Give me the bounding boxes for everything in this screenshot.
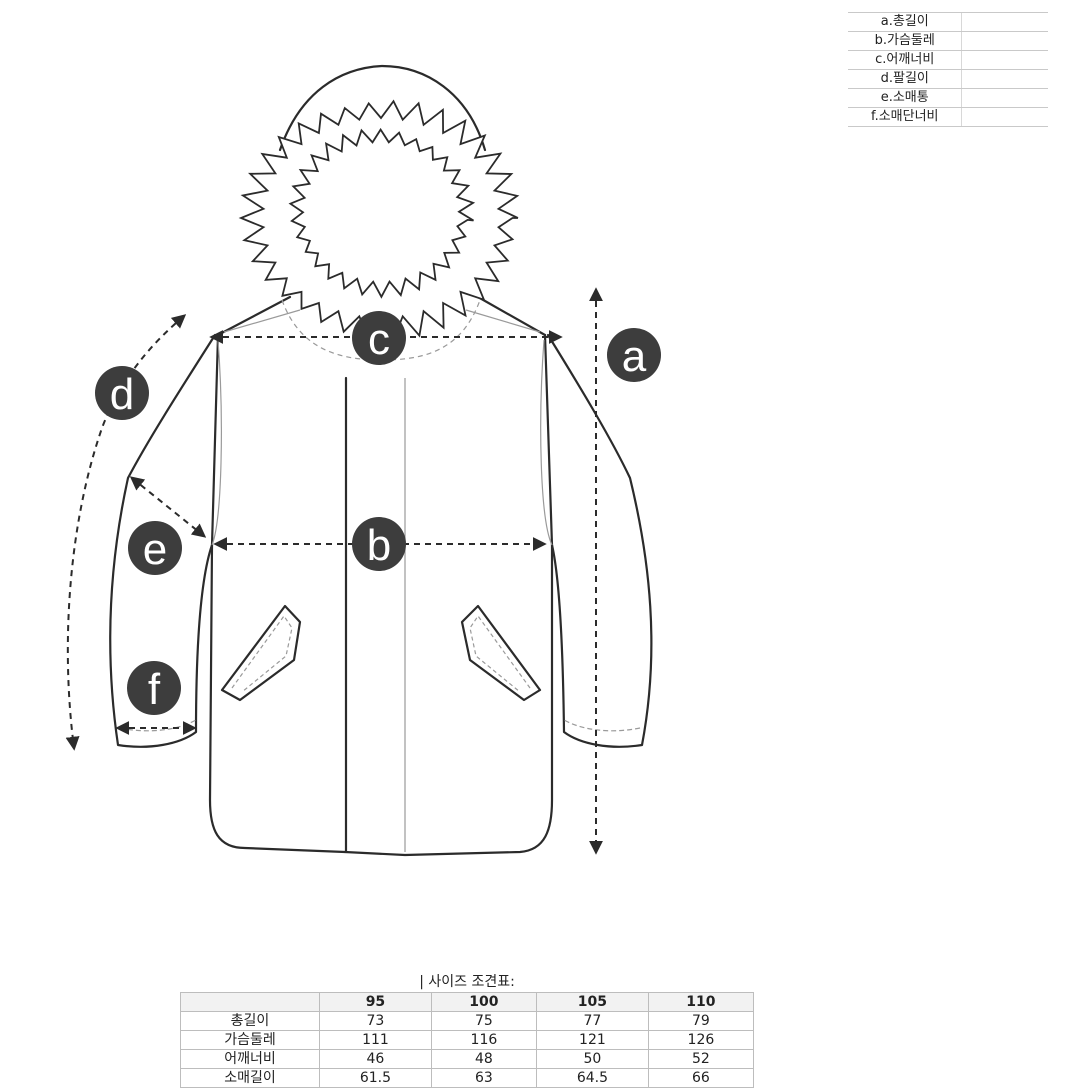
legend-value-d bbox=[961, 69, 1048, 89]
jacket-body-outline-right bbox=[343, 333, 554, 857]
legend-value-e bbox=[961, 88, 1048, 108]
table-cell: 77 bbox=[535, 1011, 649, 1031]
left-shoulder bbox=[216, 295, 292, 337]
legend-value-f bbox=[961, 107, 1048, 127]
legend-value-c bbox=[961, 50, 1048, 70]
measurement-legend: a.총길이 b.가슴둘레 c.어깨너비 d.팔길이 e.소매통 f.소매단너비 bbox=[848, 0, 1048, 127]
left-side-seam bbox=[211, 339, 222, 546]
legend-label-f: f.소매단너비 bbox=[848, 107, 962, 127]
hood-outline bbox=[278, 64, 487, 152]
legend-row: f.소매단너비 bbox=[848, 107, 1048, 127]
marker-b-circle bbox=[352, 517, 406, 571]
left-pocket-stitch bbox=[231, 614, 293, 693]
legend-value-b bbox=[961, 31, 1048, 51]
marker-b-label: b bbox=[367, 521, 391, 570]
right-shoulder-inner bbox=[465, 309, 541, 333]
right-sleeve-outline bbox=[546, 333, 653, 748]
right-pocket bbox=[460, 604, 542, 702]
row-label: 총길이 bbox=[180, 1011, 320, 1031]
size-chart-table: 95 100 105 110 총길이 73 75 77 79 가슴둘레 111 … bbox=[180, 992, 755, 1088]
size-header-cell: 105 bbox=[535, 992, 649, 1012]
legend-label-a: a.총길이 bbox=[848, 12, 962, 32]
size-header-cell: 100 bbox=[430, 992, 537, 1012]
marker-e-circle bbox=[128, 521, 182, 575]
marker-f-circle bbox=[127, 661, 181, 715]
table-row: 총길이 73 75 77 79 bbox=[180, 1011, 755, 1031]
marker-a-label: a bbox=[622, 332, 647, 381]
legend-label-e: e.소매통 bbox=[848, 88, 962, 108]
table-cell: 79 bbox=[647, 1011, 755, 1031]
table-cell: 52 bbox=[647, 1049, 755, 1069]
table-cell: 75 bbox=[430, 1011, 537, 1031]
right-side-seam bbox=[540, 339, 553, 546]
left-pocket bbox=[220, 604, 302, 702]
table-row: 소매길이 61.5 63 64.5 66 bbox=[180, 1068, 755, 1088]
marker-b: b bbox=[352, 517, 406, 571]
table-row: 어깨너비 46 48 50 52 bbox=[180, 1049, 755, 1069]
marker-e-label: e bbox=[143, 525, 167, 574]
measure-line-e bbox=[129, 476, 207, 538]
right-cuff-seam bbox=[563, 719, 641, 732]
legend-row: d.팔길이 bbox=[848, 69, 1048, 89]
table-cell: 63 bbox=[430, 1068, 537, 1088]
marker-d: d bbox=[95, 366, 149, 420]
marker-a-circle bbox=[607, 328, 661, 382]
legend-label-c: c.어깨너비 bbox=[848, 50, 962, 70]
table-cell: 66 bbox=[647, 1068, 755, 1088]
table-cell: 73 bbox=[319, 1011, 432, 1031]
legend-header bbox=[848, 0, 1048, 13]
legend-row: e.소매통 bbox=[848, 88, 1048, 108]
table-cell: 116 bbox=[430, 1030, 537, 1050]
left-cuff-seam bbox=[119, 719, 197, 732]
table-cell: 111 bbox=[319, 1030, 432, 1050]
legend-label-d: d.팔길이 bbox=[848, 69, 962, 89]
legend-row: b.가슴둘레 bbox=[848, 31, 1048, 51]
right-shoulder bbox=[476, 295, 547, 337]
measure-line-d bbox=[65, 314, 187, 751]
size-header-row: 95 100 105 110 bbox=[180, 992, 755, 1012]
table-row: 가슴둘레 111 116 121 126 bbox=[180, 1030, 755, 1050]
size-chart-caption: | 사이즈 조견표: bbox=[419, 974, 515, 990]
legend-row: a.총길이 bbox=[848, 12, 1048, 32]
table-cell: 64.5 bbox=[535, 1068, 649, 1088]
size-header-cell: 110 bbox=[647, 992, 755, 1012]
jacket-body-outline bbox=[208, 333, 347, 854]
row-label: 소매길이 bbox=[180, 1068, 320, 1088]
table-cell: 48 bbox=[430, 1049, 537, 1069]
table-cell: 46 bbox=[319, 1049, 432, 1069]
marker-f-label: f bbox=[148, 665, 161, 714]
legend-row: c.어깨너비 bbox=[848, 50, 1048, 70]
marker-d-circle bbox=[95, 366, 149, 420]
size-header-corner bbox=[180, 992, 320, 1012]
marker-c-circle bbox=[352, 311, 406, 365]
marker-c-label: c bbox=[368, 315, 390, 364]
row-label: 어깨너비 bbox=[180, 1049, 320, 1069]
table-cell: 126 bbox=[647, 1030, 755, 1050]
right-pocket-stitch bbox=[469, 614, 531, 693]
left-shoulder-inner bbox=[223, 309, 301, 333]
jacket-measurement-diagram: a b c d e f bbox=[65, 64, 661, 857]
table-cell: 50 bbox=[535, 1049, 649, 1069]
hood-fur-inner bbox=[288, 127, 476, 299]
table-cell: 61.5 bbox=[319, 1068, 432, 1088]
marker-a: a bbox=[607, 328, 661, 382]
marker-e: e bbox=[128, 521, 182, 575]
marker-c: c bbox=[352, 311, 406, 365]
size-header-cell: 95 bbox=[319, 992, 432, 1012]
table-cell: 121 bbox=[535, 1030, 649, 1050]
row-label: 가슴둘레 bbox=[180, 1030, 320, 1050]
marker-f: f bbox=[127, 661, 181, 715]
legend-header-row bbox=[848, 0, 1048, 13]
legend-value-a bbox=[961, 12, 1048, 32]
legend-label-b: b.가슴둘레 bbox=[848, 31, 962, 51]
marker-d-label: d bbox=[110, 370, 134, 419]
